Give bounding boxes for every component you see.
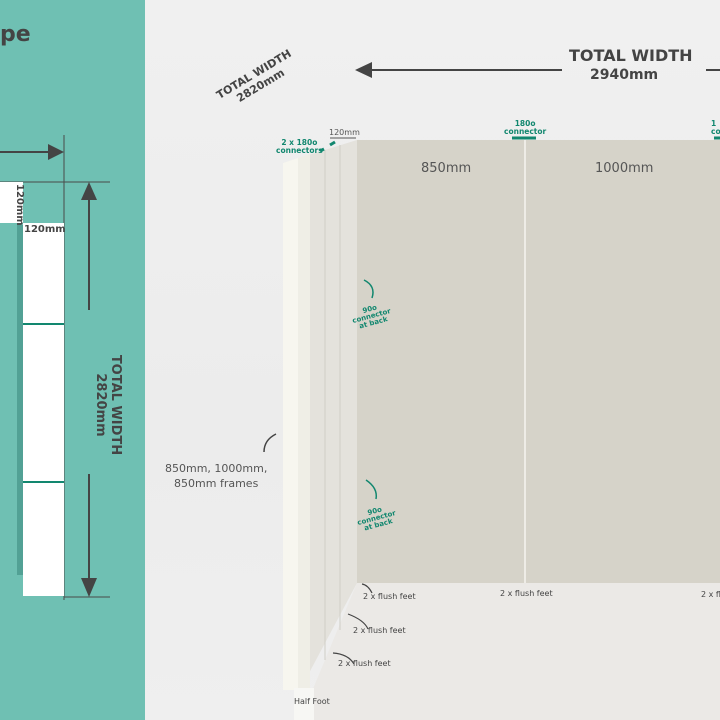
flush-feet-label-1: 2 x flush feet xyxy=(363,592,416,601)
frames-note: 850mm, 1000mm, 850mm frames xyxy=(165,462,268,490)
curved-arrow-icon-connector-2 xyxy=(365,479,378,500)
side-connectors-label: 2 x 180o connectors xyxy=(276,138,323,155)
flush-feet-label-2: 2 x flush feet xyxy=(353,626,406,635)
corner-block xyxy=(0,182,23,223)
curved-arrow-icon-feet-1 xyxy=(361,583,373,594)
back-total-width-value: 2940mm xyxy=(590,67,659,83)
depth-label: 120mm xyxy=(329,128,360,137)
back-total-width-title: TOTAL WIDTH xyxy=(569,46,693,65)
back-connector-label-2: 1 con xyxy=(711,119,720,136)
total-width-arrow-head-left xyxy=(355,62,372,78)
side-wall-edge-2 xyxy=(298,154,310,690)
side-connector-marker-1 xyxy=(319,147,325,153)
plan-diagram xyxy=(0,135,110,600)
side-connector-marker-2 xyxy=(329,140,336,147)
curved-arrow-icon-connector-1 xyxy=(363,279,374,299)
side-wall-plan xyxy=(23,223,64,596)
flush-feet-label-3: 2 x flush feet xyxy=(338,659,391,668)
back-connector-label-1: 180o connector xyxy=(504,119,547,136)
curved-arrow-icon-feet-2 xyxy=(347,613,369,630)
half-foot xyxy=(294,688,314,720)
panel-width-label-2: 1000mm xyxy=(595,161,654,176)
floor xyxy=(300,583,720,720)
side-wall-edge-front xyxy=(283,158,298,690)
curved-arrow-icon-frames xyxy=(263,433,277,453)
wall-shadow xyxy=(17,225,23,575)
curved-arrow-icon-feet-3 xyxy=(332,652,355,665)
flush-feet-label-5: 2 x fl xyxy=(701,590,720,599)
corner-width-label: 120mm xyxy=(24,224,66,235)
panel-width-label-1: 850mm xyxy=(421,161,472,176)
half-foot-label: Half Foot xyxy=(294,697,330,706)
plan-title-fragment: pe xyxy=(0,22,31,47)
height-arrow-up-head xyxy=(81,182,97,200)
back-wall xyxy=(357,140,720,583)
width-arrow-head xyxy=(48,144,64,160)
plan-view-panel: pe 120mm 120mm TOTAL WIDTH 2820mm xyxy=(0,0,145,720)
flush-feet-label-4: 2 x flush feet xyxy=(500,589,553,598)
height-arrow-down-head xyxy=(81,578,97,597)
